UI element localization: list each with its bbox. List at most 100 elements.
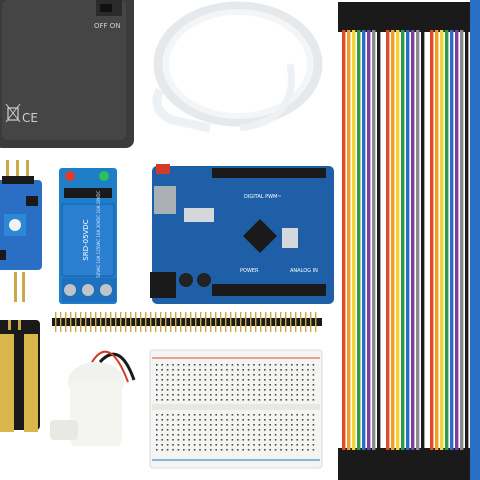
breadboard-hole bbox=[291, 429, 293, 431]
breadboard-hole bbox=[307, 434, 309, 436]
breadboard-hole bbox=[264, 429, 266, 431]
breadboard-hole bbox=[274, 414, 277, 416]
water-pump bbox=[50, 350, 136, 446]
breadboard-hole bbox=[280, 369, 282, 371]
breadboard-hole bbox=[253, 389, 255, 391]
breadboard-hole bbox=[264, 424, 266, 426]
breadboard-hole bbox=[247, 389, 250, 391]
breadboard-hole bbox=[242, 364, 244, 366]
breadboard-hole bbox=[274, 434, 277, 436]
breadboard-hole bbox=[301, 364, 304, 366]
header-pin bbox=[240, 312, 242, 332]
breadboard-hole bbox=[161, 364, 163, 366]
header-pin bbox=[290, 312, 292, 332]
breadboard-hole bbox=[161, 424, 163, 426]
header-pin bbox=[145, 312, 147, 332]
breadboard-hole bbox=[177, 439, 180, 441]
breadboard-hole bbox=[247, 364, 250, 366]
breadboard-hole bbox=[226, 389, 228, 391]
header-pin bbox=[265, 312, 267, 332]
header-pin bbox=[180, 312, 182, 332]
pin-header-strip bbox=[52, 312, 322, 332]
breadboard-hole bbox=[307, 419, 309, 421]
header-pin bbox=[55, 312, 57, 332]
breadboard-hole bbox=[253, 424, 255, 426]
breadboard-hole bbox=[247, 424, 250, 426]
breadboard-hole bbox=[264, 374, 266, 376]
breadboard-hole bbox=[226, 449, 228, 451]
breadboard-hole bbox=[274, 399, 277, 401]
breadboard-hole bbox=[307, 389, 309, 391]
breadboard-hole bbox=[253, 434, 255, 436]
breadboard-hole bbox=[274, 379, 277, 381]
breadboard-hole bbox=[166, 384, 169, 386]
breadboard-hole bbox=[242, 434, 244, 436]
breadboard-hole bbox=[210, 449, 212, 451]
breadboard-hole bbox=[161, 439, 163, 441]
breadboard-hole bbox=[210, 429, 212, 431]
breadboard-hole bbox=[274, 439, 277, 441]
breadboard-hole bbox=[231, 364, 234, 366]
breadboard-hole bbox=[269, 389, 271, 391]
breadboard-hole bbox=[220, 364, 223, 366]
breadboard-hole bbox=[193, 399, 196, 401]
breadboard-hole bbox=[220, 439, 223, 441]
breadboard-hole bbox=[166, 434, 169, 436]
breadboard-hole bbox=[312, 399, 315, 401]
breadboard-hole bbox=[258, 429, 261, 431]
breadboard-hole bbox=[204, 389, 207, 391]
breadboard-hole bbox=[193, 369, 196, 371]
breadboard-hole bbox=[258, 379, 261, 381]
breadboard-hole bbox=[172, 419, 174, 421]
breadboard-hole bbox=[161, 449, 163, 451]
breadboard-hole bbox=[166, 369, 169, 371]
breadboard-hole bbox=[188, 419, 190, 421]
breadboard-hole bbox=[269, 394, 271, 396]
breadboard-hole bbox=[291, 384, 293, 386]
breadboard-hole bbox=[301, 384, 304, 386]
breadboard-hole bbox=[215, 444, 217, 446]
breadboard-hole bbox=[312, 439, 315, 441]
breadboard-hole bbox=[161, 429, 163, 431]
breadboard-hole bbox=[215, 389, 217, 391]
header-pin bbox=[75, 312, 77, 332]
header-pin bbox=[195, 312, 197, 332]
breadboard-hole bbox=[258, 389, 261, 391]
breadboard-hole bbox=[269, 384, 271, 386]
breadboard-hole bbox=[210, 424, 212, 426]
breadboard-hole bbox=[161, 379, 163, 381]
breadboard-hole bbox=[166, 394, 169, 396]
breadboard-hole bbox=[166, 374, 169, 376]
breadboard-hole bbox=[285, 449, 288, 451]
breadboard-hole bbox=[285, 434, 288, 436]
uno-digital-label: DIGITAL PWM~ bbox=[244, 194, 282, 200]
breadboard-hole bbox=[285, 364, 288, 366]
header-pin bbox=[260, 312, 262, 332]
header-pin bbox=[150, 312, 152, 332]
breadboard-hole bbox=[237, 374, 239, 376]
breadboard-hole bbox=[242, 444, 244, 446]
breadboard-hole bbox=[285, 394, 288, 396]
breadboard-hole bbox=[237, 379, 239, 381]
breadboard-hole bbox=[172, 424, 174, 426]
breadboard-hole bbox=[220, 394, 223, 396]
relay-label: SRD-05VDC bbox=[82, 219, 90, 260]
breadboard-hole bbox=[183, 394, 185, 396]
breadboard-hole bbox=[193, 444, 196, 446]
breadboard-hole bbox=[199, 429, 201, 431]
breadboard-hole bbox=[220, 384, 223, 386]
breadboard-hole bbox=[269, 414, 271, 416]
connector-housing bbox=[338, 448, 384, 480]
breadboard-hole bbox=[258, 414, 261, 416]
breadboard-hole bbox=[172, 414, 174, 416]
breadboard-hole bbox=[210, 384, 212, 386]
breadboard-hole bbox=[156, 439, 158, 441]
breadboard-hole bbox=[177, 389, 180, 391]
breadboard-hole bbox=[301, 429, 304, 431]
breadboard-hole bbox=[156, 434, 158, 436]
breadboard-hole bbox=[193, 414, 196, 416]
breadboard-hole bbox=[156, 419, 158, 421]
breadboard-hole bbox=[172, 389, 174, 391]
breadboard-hole bbox=[215, 434, 217, 436]
breadboard-hole bbox=[247, 369, 250, 371]
